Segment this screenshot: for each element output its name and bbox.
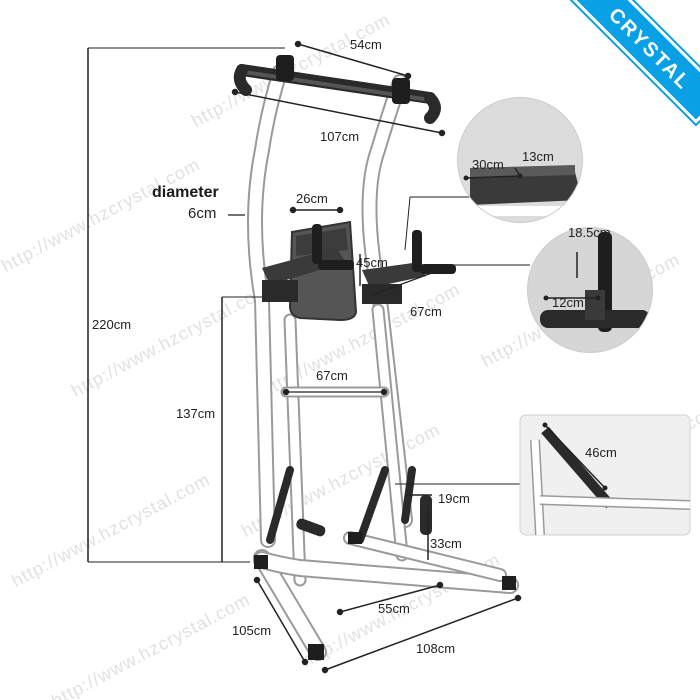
label-inner-width: 67cm [316, 368, 348, 383]
foot-grip [296, 518, 326, 537]
label-handle-height: 18.5cm [568, 225, 611, 240]
label-grip-length: 19cm [438, 491, 470, 506]
label-strut-length: 46cm [585, 445, 617, 460]
detail-inset-strut [519, 414, 691, 536]
label-bar-width: 54cm [350, 37, 382, 52]
foot-cap [348, 532, 362, 544]
label-lower-height: 137cm [176, 406, 216, 421]
label-diameter-title: diameter [152, 184, 219, 201]
label-top-width: 107cm [320, 129, 360, 144]
pull-up-bar [233, 55, 441, 124]
label-pad-width-13: 13cm [522, 149, 554, 164]
label-arm-gap: 26cm [296, 191, 328, 206]
label-handle-width: 12cm [552, 295, 584, 310]
detail-inset-pad [457, 97, 583, 223]
label-total-height: 220cm [92, 317, 132, 332]
detail-inset-handle [527, 227, 653, 353]
foot-cap [502, 576, 516, 590]
label-base-length: 108cm [416, 641, 456, 656]
label-pad-width-30: 30cm [472, 157, 504, 172]
right-arm-rest [362, 230, 456, 304]
label-diameter-value: 6cm [188, 205, 217, 222]
label-arm-depth: 67cm [410, 304, 442, 319]
label-base-inner: 55cm [378, 601, 410, 616]
left-arm-rest [262, 224, 354, 302]
power-tower-frame [247, 64, 519, 661]
label-grip-height: 33cm [430, 536, 462, 551]
dimension-lines [87, 40, 530, 674]
label-arm-height: 45cm [356, 255, 388, 270]
foot-cap [254, 555, 268, 569]
leg-grip [420, 495, 432, 535]
label-base-side: 105cm [232, 623, 272, 638]
foot-cap [308, 644, 324, 660]
